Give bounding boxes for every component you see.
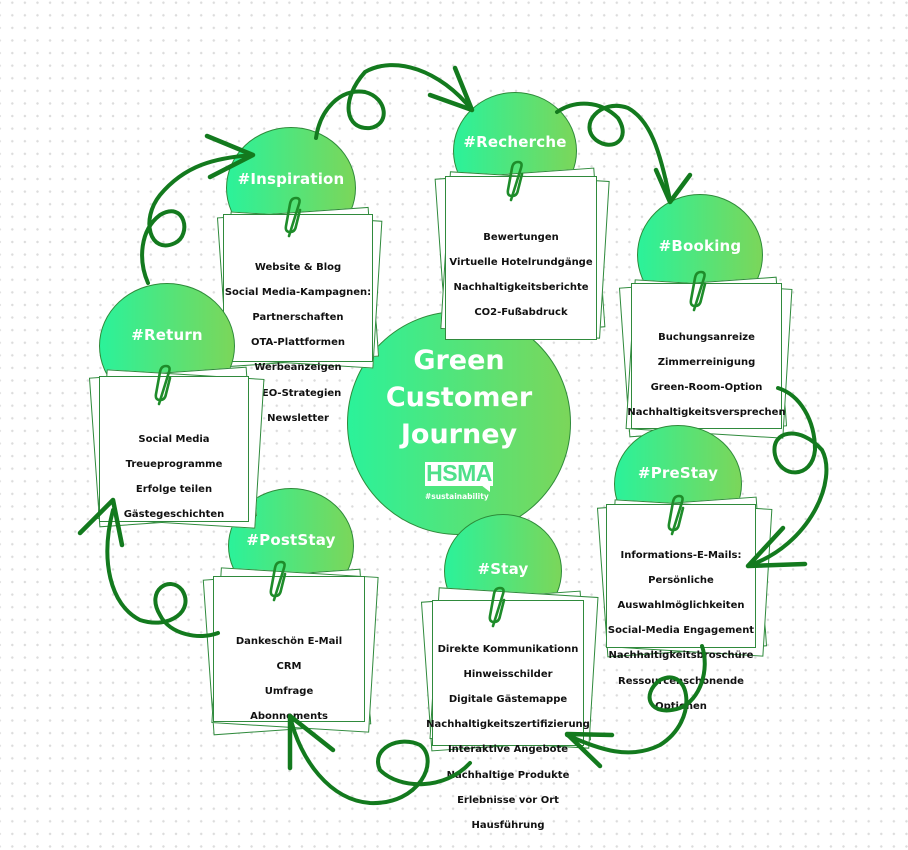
- paperclip-icon: [284, 196, 302, 238]
- note-item: Informations-E-Mails:: [620, 549, 742, 561]
- paperclip-icon: [667, 494, 685, 536]
- note-item: Nachhaltige Produkte: [446, 769, 570, 781]
- note-item: Werbeanzeigen: [254, 362, 342, 374]
- note-poststay: Dankeschön E-Mail CRM Umfrage Abonnement…: [202, 566, 382, 746]
- arrow-inspiration-to-recherche: [314, 63, 474, 140]
- note-item: CO2-Fußabdruck: [474, 307, 568, 319]
- note-sheet-front: Bewertungen Virtuelle Hotelrundgänge Nac…: [445, 176, 597, 340]
- paperclip-icon: [269, 560, 287, 602]
- note-item: Dankeschön E-Mail: [235, 635, 343, 647]
- note-item: Nachhaltigkeitsberichte: [453, 281, 589, 293]
- note-item: Ressourcenschonende: [618, 675, 744, 687]
- note-item: Direkte Kommunikationn: [437, 643, 579, 655]
- note-return: Social Media Treueprogramme Erfolge teil…: [88, 364, 268, 534]
- hsma-logo-tagline: #sustainability: [425, 492, 489, 501]
- center-title-line-2: Customer: [385, 382, 533, 413]
- note-sheet-front: Website & Blog Social Media-Kampagnen: P…: [223, 214, 373, 424]
- note-item: Auswahlmöglichkeiten: [617, 599, 745, 611]
- speech-bubble-tail-icon: [481, 485, 490, 492]
- note-item: Website & Blog: [254, 261, 342, 273]
- note-text-booking: Buchungsanreize Zimmerreinigung Green-Ro…: [627, 319, 785, 432]
- stage-label-stay: #Stay: [477, 560, 529, 578]
- stage-label-prestay: #PreStay: [637, 464, 719, 482]
- note-item: Partnerschaften: [252, 311, 344, 323]
- note-stay: Direkte Kommunikationn Hinweisschilder D…: [420, 586, 602, 831]
- paperclip-icon: [689, 270, 707, 312]
- note-item: Optionen: [655, 700, 707, 712]
- paperclip-icon: [154, 364, 172, 406]
- note-item: Social-Media Engagement: [607, 625, 755, 637]
- note-item: Bewertungen: [483, 231, 559, 243]
- note-item: Erfolge teilen: [135, 483, 213, 495]
- stage-label-return: #Return: [131, 326, 203, 344]
- note-text-inspiration: Website & Blog Social Media-Kampagnen: P…: [225, 249, 371, 438]
- note-item: Nachhaltigkeitszertifizierung: [426, 719, 590, 731]
- center-circle: Green Customer Journey HSMA #sustainabil…: [347, 311, 571, 535]
- hsma-logo-text: HSMA: [425, 460, 493, 486]
- note-item: OTA-Plattformen: [251, 337, 345, 349]
- note-text-stay: Direkte Kommunikationn Hinweisschilder D…: [426, 631, 590, 845]
- paperclip-icon: [488, 586, 506, 628]
- note-item: Nachhaltigkeitsbroschüre: [608, 650, 754, 662]
- note-text-recherche: Bewertungen Virtuelle Hotelrundgänge Nac…: [449, 219, 592, 332]
- note-item: Treueprogramme: [125, 458, 223, 470]
- note-item: Nachhaltigkeitsversprechen: [627, 407, 786, 419]
- stage-label-poststay: #PostStay: [246, 531, 336, 549]
- stage-label-booking: #Booking: [658, 237, 742, 255]
- arrowhead-icon: [427, 65, 475, 113]
- note-item: Buchungsanreize: [658, 331, 755, 343]
- note-item: Virtuelle Hotelrundgänge: [449, 256, 593, 268]
- stage-label-recherche: #Recherche: [463, 133, 567, 151]
- note-item: Zimmerreinigung: [657, 356, 756, 368]
- hsma-logo: HSMA #sustainability: [425, 462, 497, 508]
- note-sheet-front: Social Media Treueprogramme Erfolge teil…: [99, 376, 249, 522]
- note-item: Interaktive Angebote: [447, 744, 569, 756]
- note-item: Green-Room-Option: [650, 381, 763, 393]
- note-text-return: Social Media Treueprogramme Erfolge teil…: [124, 421, 225, 534]
- note-item: SEO-Strategien: [254, 387, 342, 399]
- paperclip-icon: [506, 160, 524, 202]
- note-text-prestay: Informations-E-Mails: Persönliche Auswah…: [608, 537, 754, 726]
- note-item: CRM: [276, 660, 302, 672]
- center-title-line-3: Journey: [400, 419, 518, 450]
- center-title-line-1: Green: [413, 345, 505, 376]
- note-item: Umfrage: [264, 685, 314, 697]
- note-item: Hausführung: [471, 819, 545, 831]
- note-item: Digitale Gästemappe: [448, 693, 568, 705]
- note-item: Hinweisschilder: [463, 668, 553, 680]
- note-text-poststay: Dankeschön E-Mail CRM Umfrage Abonnement…: [236, 623, 342, 736]
- note-inspiration: Website & Blog Social Media-Kampagnen: P…: [214, 206, 384, 424]
- note-item: Persönliche: [648, 574, 714, 586]
- note-item: Abonnements: [250, 711, 328, 723]
- note-recherche: Bewertungen Virtuelle Hotelrundgänge Nac…: [433, 167, 613, 343]
- note-item: Gästegeschichten: [123, 509, 225, 521]
- note-item: Social Media-Kampagnen:: [224, 286, 372, 298]
- note-item: Newsletter: [267, 412, 329, 424]
- stage-label-inspiration: #Inspiration: [237, 170, 345, 188]
- note-item: Social Media: [138, 433, 210, 445]
- note-item: Erlebnisse vor Ort: [457, 794, 559, 806]
